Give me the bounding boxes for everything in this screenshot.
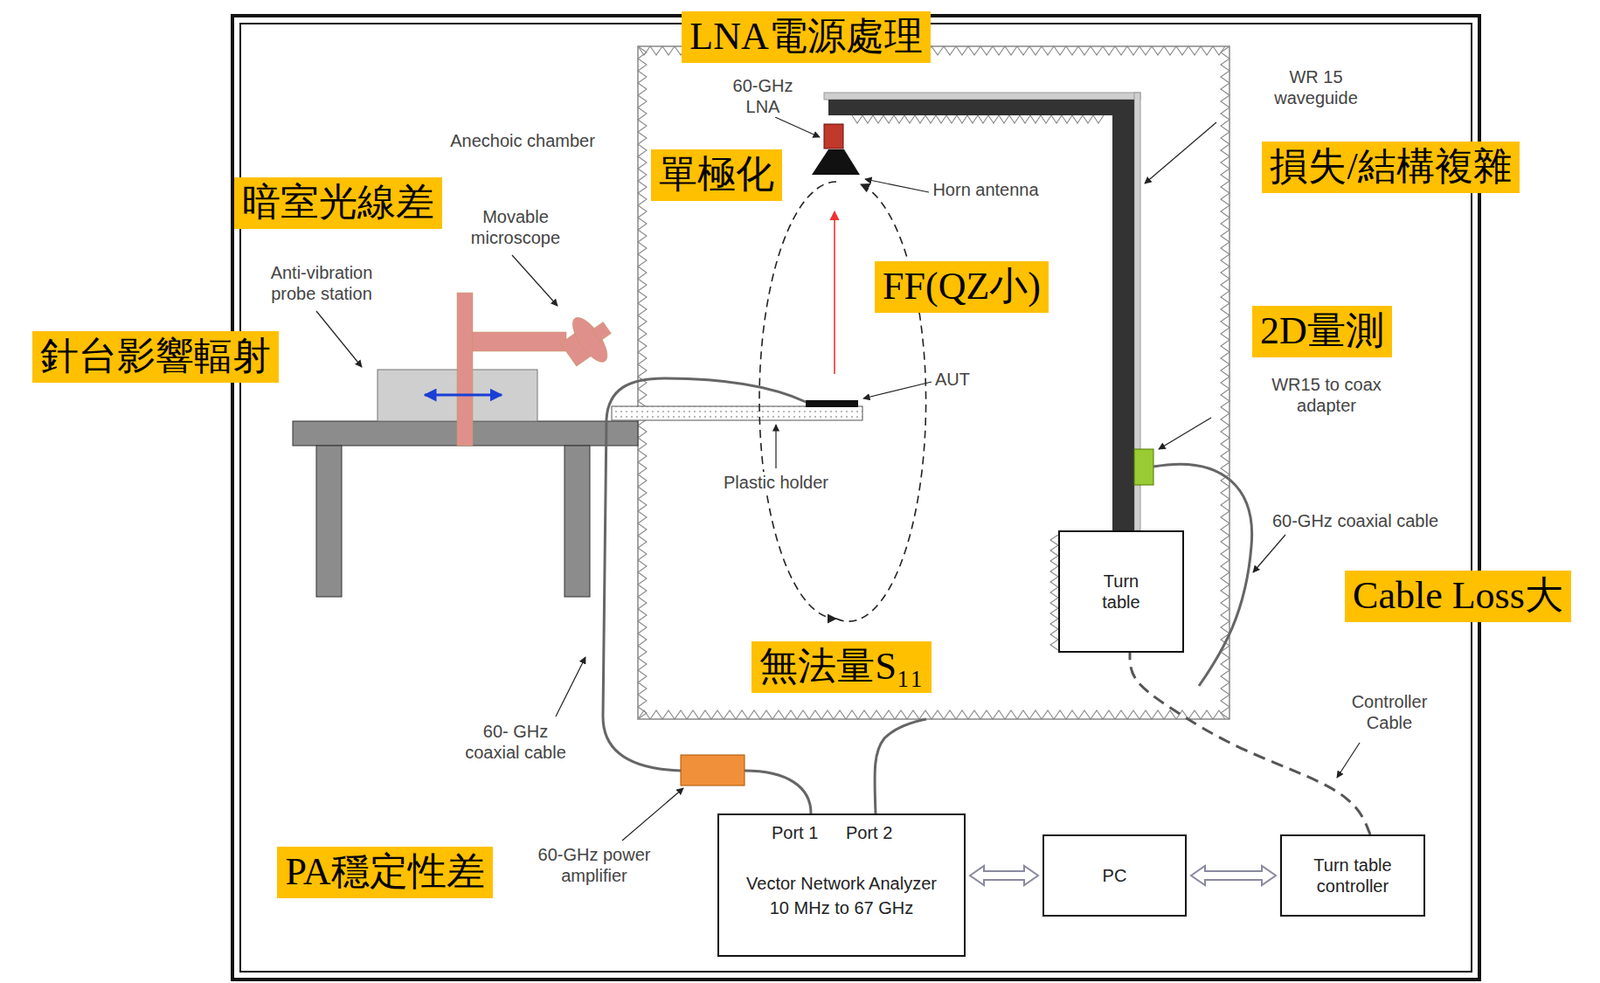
leader-line	[316, 311, 362, 368]
part-label: WR15 to coax adapter	[1267, 374, 1386, 416]
waveguide	[828, 99, 1135, 116]
part-label: Movable microscope	[464, 206, 568, 249]
leader-line	[622, 788, 684, 841]
controller-box: Turn table controller	[1280, 834, 1426, 917]
part-label: 60-GHz LNA	[724, 75, 803, 118]
leader-line	[775, 117, 820, 138]
node-text: PA穩定性差	[284, 849, 485, 896]
horn-antenna	[811, 149, 860, 175]
radiation-loop	[759, 181, 837, 619]
node-text: 損失/結構複雜	[1269, 144, 1511, 191]
node-text: Port 2	[845, 822, 893, 844]
waveguide-edge	[824, 92, 1141, 100]
note-box: 2D量測	[1252, 305, 1393, 358]
network-analyzer: Port 1 Port 2 Vector Network Analyzer 10 MH…	[717, 813, 966, 957]
part-label: 60-GHz coaxial cable	[1270, 510, 1441, 532]
aut	[805, 400, 859, 408]
turn-table: Turn table	[1058, 530, 1185, 653]
lna	[824, 124, 844, 149]
note-box: 暗室光線差	[234, 177, 443, 229]
part-label: WR 15 waveguide	[1266, 66, 1366, 109]
coax-cable	[602, 378, 806, 771]
note-box: Cable Loss大	[1344, 570, 1572, 623]
data-link-arrow	[1191, 865, 1276, 886]
part-label: 60-GHz power amplifier	[533, 844, 656, 887]
note-box: PA穩定性差	[277, 846, 493, 899]
signal-arrow	[833, 211, 836, 375]
note-box: 單極化	[651, 149, 783, 201]
part-label: 60- GHz coaxial cable	[459, 720, 573, 763]
coax-cable	[744, 770, 811, 814]
coax-cable	[874, 719, 927, 814]
leader-line	[775, 424, 776, 469]
absorber-edge	[1220, 46, 1230, 720]
note-box: LNA電源處理	[681, 11, 931, 63]
part-label: Controller Cable	[1343, 691, 1435, 734]
part-label: Anti-vibration probe station	[261, 262, 383, 305]
absorber-edge	[1050, 534, 1059, 651]
pc-box: PC	[1042, 834, 1187, 917]
coax-adapter	[1134, 449, 1154, 485]
absorber-edge	[637, 710, 1226, 720]
node-text: Turn table	[1094, 570, 1148, 613]
node-text: 10 MHz to 67 GHz	[719, 897, 964, 919]
note-box: FF(QZ小)	[874, 261, 1049, 313]
table-leg	[316, 445, 342, 597]
power-amplifier	[680, 754, 745, 786]
node-text: Vector Network Analyzer	[719, 872, 964, 894]
part-label: Anechoic chamber	[448, 130, 597, 152]
radiation-loop	[836, 184, 927, 622]
microscope-arm	[472, 332, 567, 352]
leader-line	[1158, 417, 1212, 450]
leader-line	[863, 381, 932, 399]
part-label: AUT	[933, 368, 972, 390]
microscope-pole	[457, 292, 473, 446]
part-label: Plastic holder	[721, 471, 831, 493]
leader-line	[1253, 534, 1286, 573]
table-leg	[564, 445, 590, 597]
node-text: Cable Loss大	[1352, 573, 1564, 620]
controller-cable	[1129, 652, 1371, 835]
node-text: Port 1	[771, 822, 818, 844]
absorber-edge	[851, 115, 1104, 124]
movement-arrow	[424, 394, 502, 397]
note-box: 針台影響輻射	[32, 331, 279, 383]
plastic-holder	[611, 406, 863, 421]
leader-line	[1336, 742, 1360, 778]
leader-line	[865, 179, 929, 193]
absorber-edge	[637, 46, 647, 720]
coax-cables	[602, 378, 1253, 814]
data-link-arrow	[969, 865, 1039, 886]
leader-line	[1144, 122, 1217, 184]
node-text: 單極化	[658, 152, 775, 199]
node-text: 暗室光線差	[242, 180, 435, 227]
node-text: 針台影響輻射	[40, 333, 271, 381]
leader-line	[555, 657, 586, 717]
node-text: 2D量測	[1260, 308, 1385, 355]
node-text: Turn table controller	[1300, 854, 1406, 897]
leader-lines	[316, 117, 1360, 841]
note-box: 無法量S₁₁	[751, 641, 932, 693]
microscope-head	[553, 305, 623, 376]
node-text: LNA電源處理	[689, 13, 922, 61]
waveguide	[1112, 99, 1135, 531]
node-text: FF(QZ小)	[882, 263, 1041, 311]
leader-line	[512, 255, 558, 306]
note-box: 損失/結構複雜	[1261, 141, 1520, 194]
node-text: PC	[1102, 865, 1128, 887]
node-text: 無法量S₁₁	[759, 644, 923, 691]
part-label: Horn antenna	[930, 179, 1040, 201]
